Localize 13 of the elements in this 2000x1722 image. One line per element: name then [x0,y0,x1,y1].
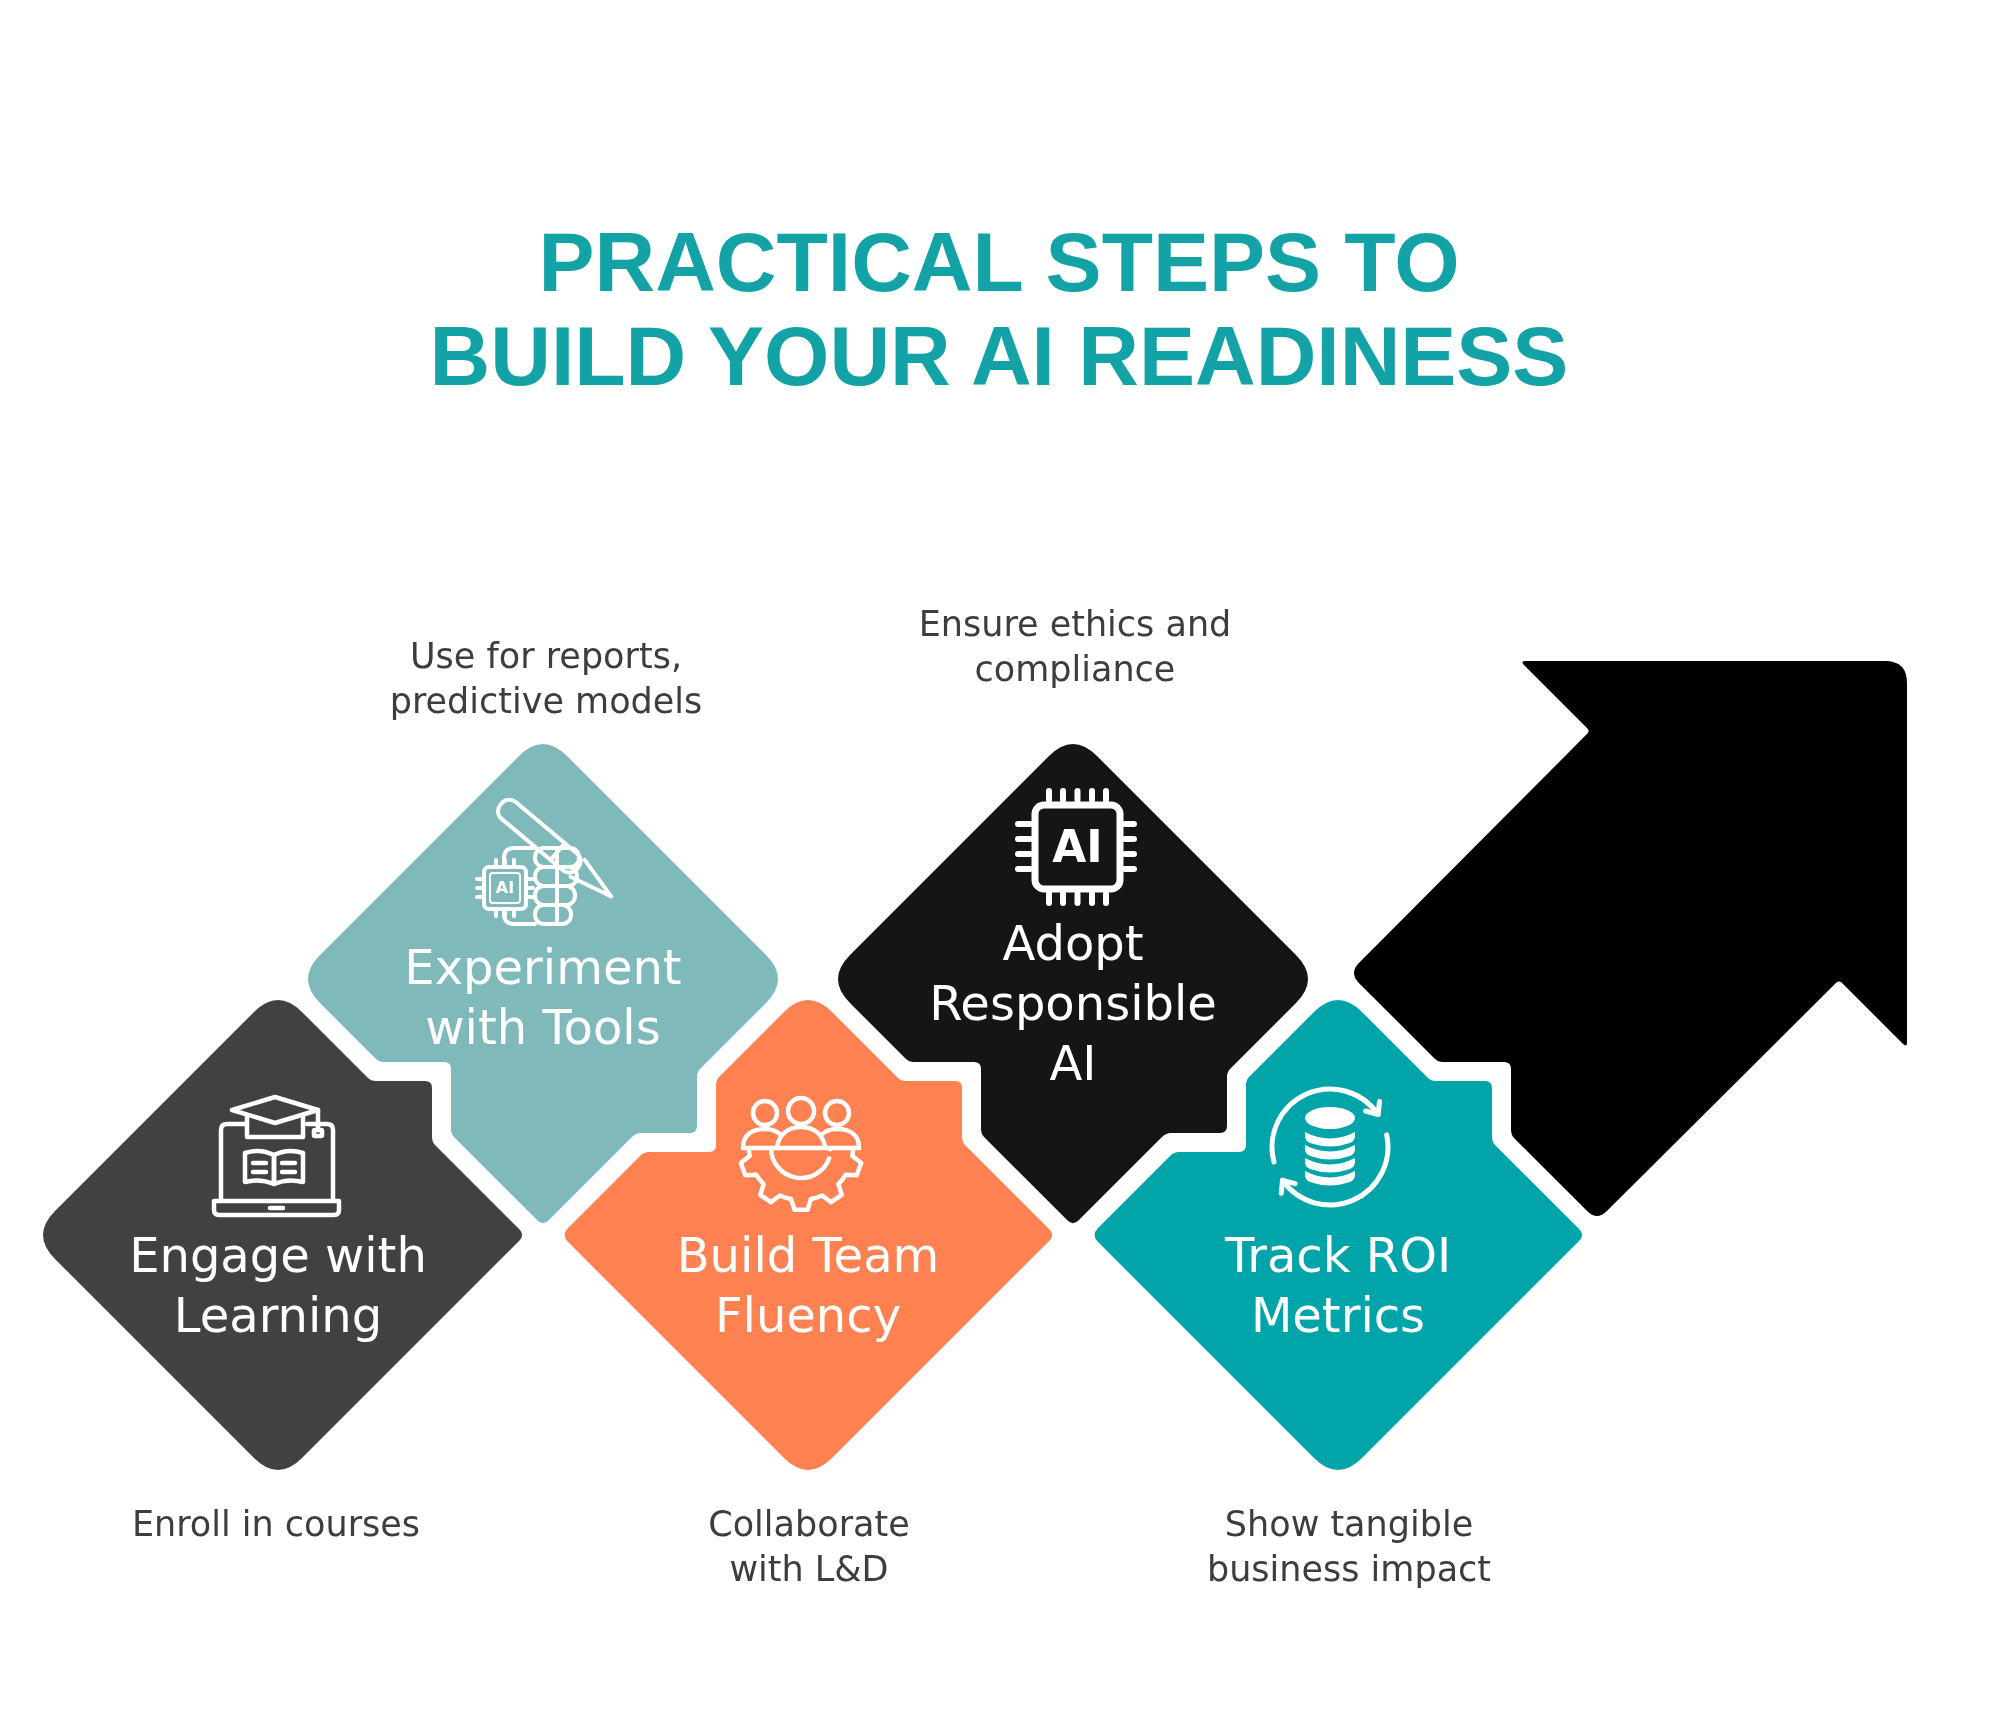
diagram-title: PRACTICAL STEPS TO BUILD YOUR AI READINESS [428,215,1570,403]
chip-label: AI [495,880,515,896]
step-description: Show tangible business impact [1205,1503,1493,1591]
step-description: Collaborate with L&D [707,1503,911,1591]
step-title: Engage with Learning [128,1226,428,1345]
step-title: Adopt Responsible AI [928,914,1218,1093]
chip-label: AI [1052,825,1103,869]
step-title: Build Team Fluency [675,1226,941,1345]
step-description: Ensure ethics and compliance [917,603,1233,691]
step-description: Enroll in courses [130,1503,422,1546]
step-title: Experiment with Tools [403,938,683,1057]
step-description: Use for reports, predictive models [388,635,704,723]
step-title: Track ROI Metrics [1223,1226,1453,1345]
